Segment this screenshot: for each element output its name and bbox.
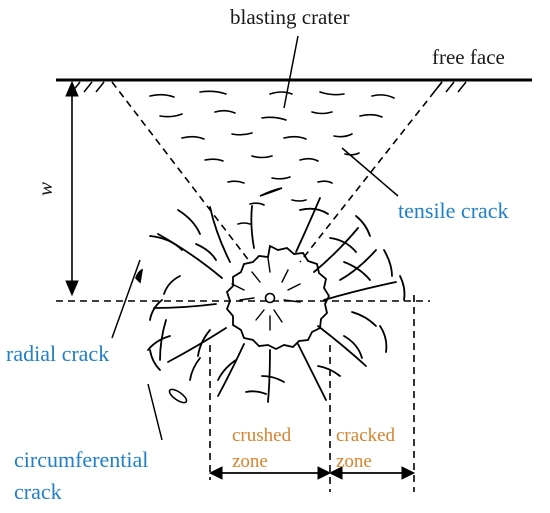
blasting-crater-label: blasting crater bbox=[230, 5, 350, 29]
leader-lines bbox=[111, 35, 399, 441]
free-face-surface bbox=[56, 78, 532, 93]
depth-arrow-bottom bbox=[65, 280, 79, 297]
circumferential-crack-label-line2: crack bbox=[14, 479, 62, 504]
crushed-zone-arrow-left bbox=[208, 466, 223, 480]
fragment-lower-left bbox=[168, 388, 188, 404]
depth-w-label: w bbox=[33, 182, 57, 196]
circumferential-cracks bbox=[147, 207, 406, 395]
cracked-zone-label-line1: cracked bbox=[336, 425, 396, 446]
isolated-crack-fragments bbox=[135, 268, 188, 404]
tensile-crack-leader bbox=[341, 147, 399, 197]
depth-dimension bbox=[65, 80, 79, 297]
radial-crack-label: radial crack bbox=[6, 341, 109, 366]
free-face-label: free face bbox=[432, 45, 505, 69]
tensile-crack-label: tensile crack bbox=[398, 198, 509, 223]
depth-arrow-top bbox=[65, 80, 79, 97]
zone-boundary-lines bbox=[209, 295, 415, 492]
radial-crack-leader bbox=[111, 259, 141, 339]
blasting-crater-leader bbox=[283, 35, 299, 109]
surface-hatching bbox=[71, 81, 467, 93]
tensile-cracks bbox=[149, 90, 395, 225]
crushed-zone-arrow-right bbox=[317, 466, 332, 480]
cracked-zone-arrow-right bbox=[401, 466, 416, 480]
circumferential-crack-leader bbox=[147, 383, 163, 441]
crushed-zone-label-line1: crushed bbox=[232, 425, 292, 446]
crater-left-edge bbox=[111, 81, 251, 263]
crushed-zone-fractures bbox=[231, 257, 301, 331]
fragment-left-upper bbox=[135, 268, 144, 284]
crushed-zone-boundary bbox=[225, 244, 331, 351]
crushed-zone-label-line2: zone bbox=[232, 451, 268, 472]
cracked-zone-arrow-left bbox=[328, 466, 343, 480]
zone-dimension-arrows bbox=[208, 466, 416, 480]
charge-hole bbox=[264, 292, 276, 304]
radial-cracks bbox=[153, 197, 397, 403]
cracked-zone-label-line2: zone bbox=[336, 451, 372, 472]
circumferential-crack-label-line1: circumferential bbox=[14, 447, 148, 472]
